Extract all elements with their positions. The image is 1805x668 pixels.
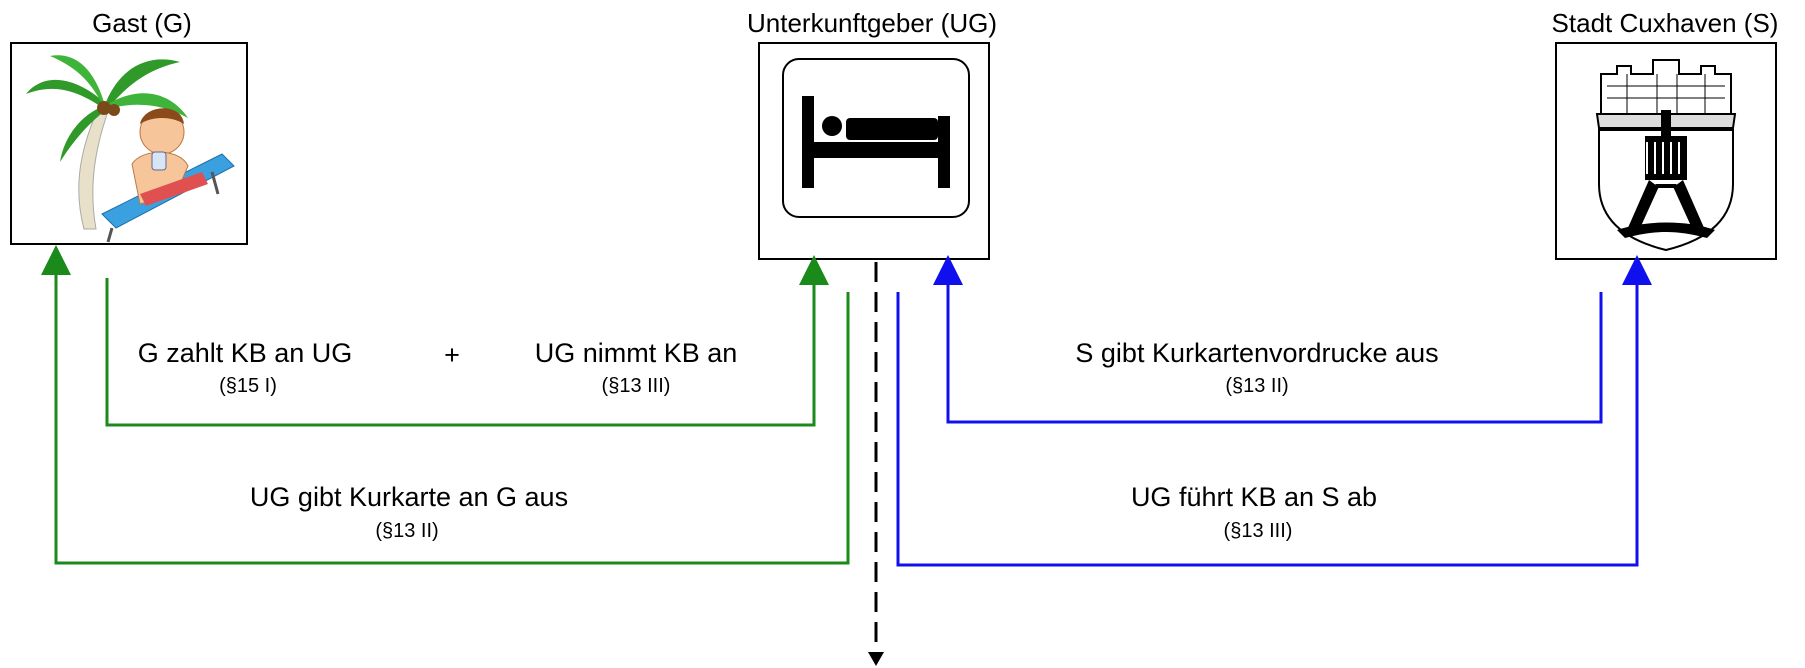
hotel-bed-icon bbox=[782, 58, 970, 218]
guest-pays-ref: (§15 I) bbox=[219, 375, 277, 397]
host-accepts-label: UG nimmt KB an bbox=[534, 338, 738, 368]
central-divider-arrowhead bbox=[868, 652, 884, 666]
host-accepts-ref: (§13 III) bbox=[601, 375, 671, 397]
host-transfers-label: UG führt KB an S ab bbox=[1130, 482, 1378, 512]
city-title: Stadt Cuxhaven (S) bbox=[1551, 8, 1779, 38]
city-issues-forms-ref: (§13 II) bbox=[1225, 375, 1289, 397]
flow-guest-pays-line bbox=[105, 255, 829, 427]
guest-box bbox=[10, 42, 248, 245]
flow-host-transfers-line bbox=[896, 255, 1652, 567]
host-transfers-ref: (§13 III) bbox=[1223, 520, 1293, 542]
city-coat-of-arms-icon bbox=[1595, 59, 1737, 252]
flow-host-issues-card-line bbox=[41, 245, 850, 565]
plus-sign: + bbox=[444, 340, 460, 370]
host-title: Unterkunftgeber (UG) bbox=[747, 8, 997, 38]
host-box bbox=[758, 42, 990, 260]
beach-guest-illustration-icon bbox=[26, 55, 235, 243]
flow-city-issues-forms-line bbox=[933, 255, 1603, 424]
city-issues-forms-label: S gibt Kurkartenvordrucke aus bbox=[1075, 338, 1439, 368]
city-box bbox=[1555, 42, 1777, 260]
host-issues-card-label: UG gibt Kurkarte an G aus bbox=[249, 482, 569, 512]
host-issues-card-ref: (§13 II) bbox=[375, 520, 439, 542]
guest-pays-label: G zahlt KB an UG bbox=[137, 338, 353, 368]
guest-title: Gast (G) bbox=[92, 8, 192, 38]
